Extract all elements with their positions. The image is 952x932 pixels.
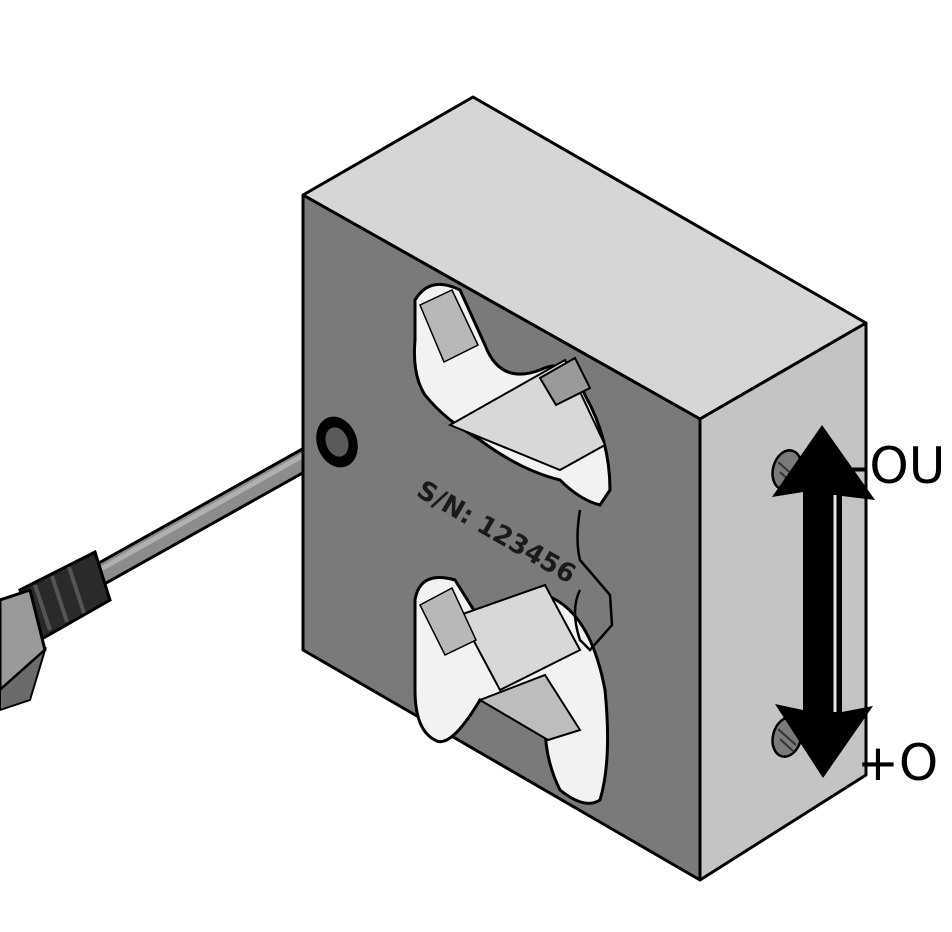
rj-connector-icon: [0, 549, 112, 712]
cable-icon: [78, 428, 352, 592]
lower-cutout: [413, 576, 610, 805]
double-arrow-icon: [772, 425, 875, 778]
positive-output-label: +O: [857, 734, 938, 792]
load-cell-block-icon: S/N: 123456: [301, 95, 868, 882]
negative-output-label: -OU: [850, 437, 945, 495]
upper-cutout: [413, 282, 612, 507]
